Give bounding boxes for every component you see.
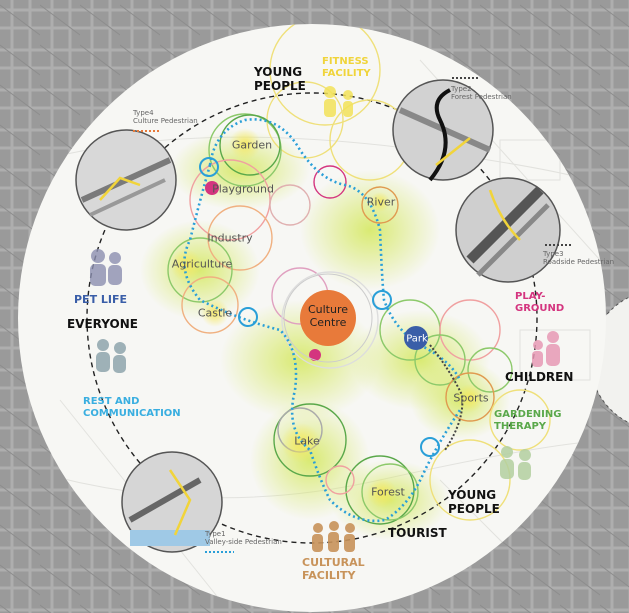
type4-photo <box>76 130 176 230</box>
pet-life-label: PET LIFE <box>74 294 127 307</box>
culture-centre-label: Culture Centre <box>300 304 356 329</box>
node-lake-label: Lake <box>294 435 320 448</box>
node-forest-label: Forest <box>371 486 405 499</box>
type1-label: Type1 Valley-side Pedestrian <box>205 530 282 547</box>
playground-group-label: PLAY- GROUND <box>515 291 564 314</box>
cultural-facility-icon <box>312 521 355 552</box>
everyone-label: EVERYONE <box>67 318 138 332</box>
node-castle-label: Castle <box>198 307 232 320</box>
tourist-label: TOURIST <box>388 527 447 541</box>
type4-label: Type4 Culture Pedestrian <box>133 109 198 126</box>
pink-dot <box>309 349 321 361</box>
gardening-therapy-label: GARDENING THERAPY <box>494 409 561 432</box>
cultural-facility-label: CULTURAL FACILITY <box>302 557 365 582</box>
rest-and-communication-label: REST AND COMMUNICATION <box>83 396 181 419</box>
node-river-label: River <box>367 196 396 209</box>
young-people-bottom-label: YOUNG PEOPLE <box>448 489 500 517</box>
type3-label: Type3 Roadside Pedestrian <box>543 250 614 267</box>
node-agriculture-label: Agriculture <box>172 258 233 271</box>
node-park-label: Park <box>406 334 428 345</box>
node-industry-label: Industry <box>207 232 252 245</box>
node-sports-label: Sports <box>453 392 488 405</box>
children-label: CHILDREN <box>505 371 573 385</box>
node-playground-label: Playground <box>212 183 274 196</box>
young-people-top-label: YOUNG PEOPLE <box>254 66 306 94</box>
fitness-facility-label: FITNESS FACILITY <box>322 56 371 79</box>
node-garden-label: Garden <box>232 139 272 152</box>
type2-label: Type2 Forest Pedestrian <box>451 85 512 102</box>
